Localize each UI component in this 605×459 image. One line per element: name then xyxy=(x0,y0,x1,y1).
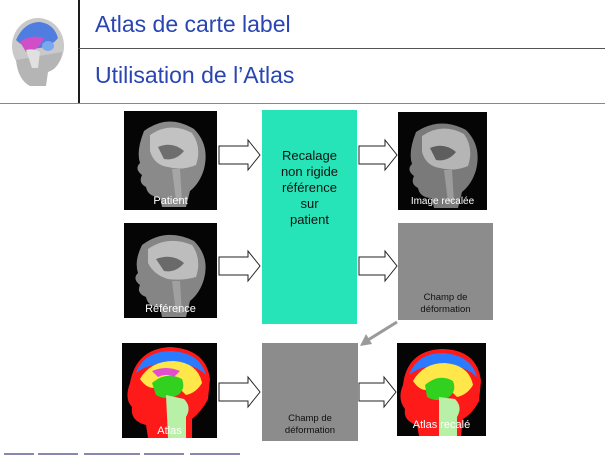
diagonal-arrow-head xyxy=(360,334,372,346)
arrow-reference-to-registration xyxy=(218,249,261,283)
deformation-field-2-line-2: déformation xyxy=(284,425,336,436)
deformation-field-1-line-2: déformation xyxy=(420,304,471,315)
registered-atlas-caption: Atlas recalé xyxy=(412,419,471,431)
registration-line-1: Recalage xyxy=(282,148,337,163)
slide-title: Atlas de carte label xyxy=(95,11,291,37)
registration-line-2: non rigide xyxy=(280,164,339,179)
header-title-rule xyxy=(78,48,605,49)
patient-caption: Patient xyxy=(153,195,188,207)
arrow-registration-to-deformation xyxy=(358,249,398,283)
reference-caption: Référence xyxy=(145,303,196,315)
registration-line-4: sur xyxy=(300,196,319,211)
arrow-atlas-to-deformation xyxy=(218,375,261,409)
deformation-field-box-1: Champ de déformation xyxy=(398,223,493,320)
deformation-field-2-line-1: Champ de xyxy=(288,413,332,424)
registered-atlas-image: Atlas recalé xyxy=(397,343,486,436)
atlas-label-image: Atlas xyxy=(122,343,217,438)
head-scan-logo-icon xyxy=(12,18,64,86)
arrow-patient-to-registration xyxy=(218,138,261,172)
slide-subtitle: Utilisation de l’Atlas xyxy=(95,62,295,88)
footer-fine-print xyxy=(4,453,240,455)
header-bottom-rule xyxy=(0,103,605,104)
registered-image: Image recalée xyxy=(398,112,487,210)
arrow-registration-to-registered xyxy=(358,138,398,172)
registration-line-5: patient xyxy=(289,212,330,227)
reference-mri-image: Référence xyxy=(124,223,217,318)
deformation-field-1-line-1: Champ de xyxy=(423,292,468,303)
registration-box: Recalage non rigide référence sur patien… xyxy=(262,110,357,324)
patient-mri-image: Patient xyxy=(124,111,217,210)
deformation-field-box-2: Champ de déformation xyxy=(262,343,358,441)
header-vertical-rule xyxy=(78,0,80,104)
atlas-caption: Atlas xyxy=(157,425,182,437)
registered-caption: Image recalée xyxy=(410,196,475,207)
arrow-deformation-to-registered-atlas xyxy=(358,375,397,409)
registration-line-3: référence xyxy=(282,180,337,195)
diagonal-arrow-line xyxy=(367,320,398,342)
